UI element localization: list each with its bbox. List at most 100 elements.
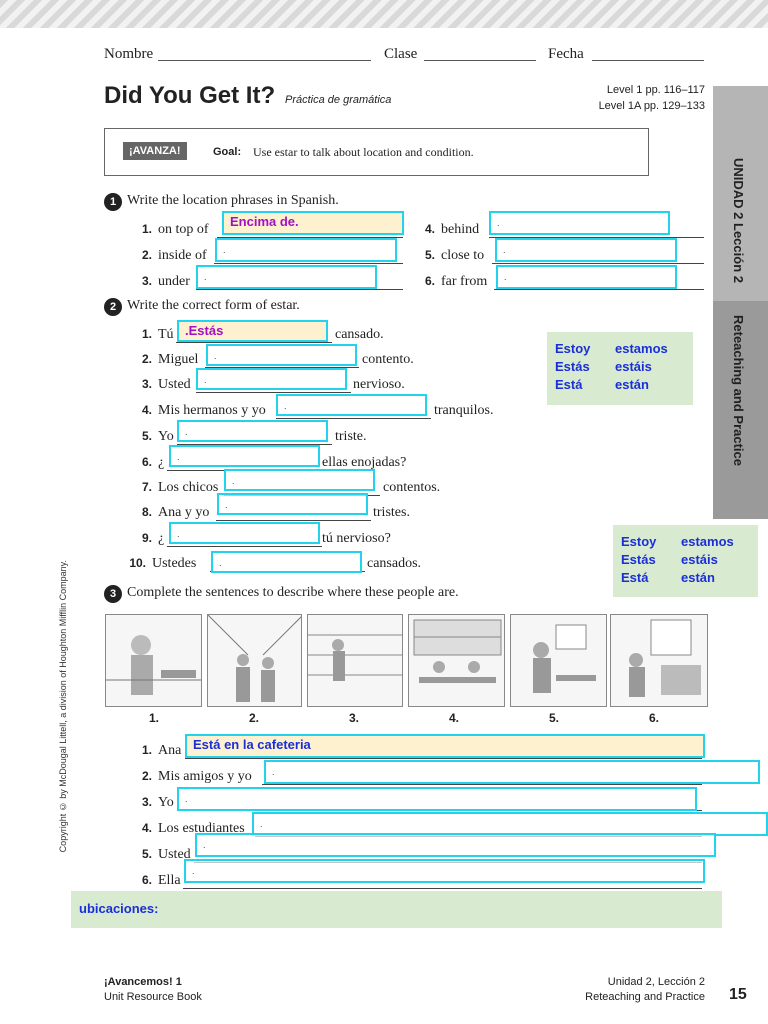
fecha-line[interactable]	[592, 60, 704, 61]
question-3-number: 3	[104, 585, 122, 603]
q2-answer-5[interactable]: .	[177, 420, 328, 442]
q2-item-4: 4.Mis hermanos y yo	[141, 403, 266, 418]
q2-answer-8[interactable]: .	[217, 493, 368, 515]
question-2-number: 2	[104, 298, 122, 316]
q1-underline	[214, 263, 403, 264]
q1-underline	[494, 289, 704, 290]
q2-answer-10[interactable]: .	[211, 551, 362, 573]
q1-underline	[492, 263, 704, 264]
q2-underline	[205, 367, 359, 368]
pic-label-2: 2.	[248, 711, 259, 725]
q2-underline	[216, 520, 371, 521]
decorative-top-band	[0, 0, 768, 28]
pic-label-1: 1.	[148, 711, 159, 725]
q2-answer-6[interactable]: .	[169, 445, 320, 467]
q2-underline	[176, 342, 332, 343]
question-1-instruction: Write the location phrases in Spanish.	[127, 193, 339, 208]
q3-answer-1[interactable]: Está en la cafeteria	[185, 734, 705, 758]
ubicaciones-box[interactable]: ubicaciones:	[71, 891, 722, 928]
scene-classroom-image	[510, 614, 607, 707]
q3-underline	[185, 758, 702, 759]
q3-answer-6[interactable]: .	[184, 859, 705, 883]
q3-item-1: 1.Ana	[141, 743, 182, 758]
footer-section: Reteaching and Practice	[585, 991, 705, 1003]
q2-underline	[167, 546, 322, 547]
q1-answer-4[interactable]: .	[489, 211, 670, 235]
q3-answer-3[interactable]: .	[177, 787, 697, 811]
question-1-number: 1	[104, 193, 122, 211]
sidebar-section-tab: Reteaching and Practice	[713, 301, 768, 519]
q2-item-3: 3.Usted	[141, 377, 191, 392]
page-subtitle: Práctica de gramática	[285, 94, 392, 106]
scene-office-image	[610, 614, 708, 707]
q1-item: 4.behind	[424, 222, 480, 237]
q1-answer-6[interactable]: .	[496, 265, 677, 289]
q2-item-7-tail: contentos.	[383, 480, 441, 495]
q3-underline	[262, 784, 702, 785]
page-title: Did You Get It?	[104, 82, 276, 109]
question-2-instruction: Write the correct form of estar.	[127, 298, 300, 313]
q2-item-1-tail: cansado.	[335, 327, 384, 342]
q2-underline	[196, 392, 351, 393]
q3-item-2: 2.Mis amigos y yo	[141, 769, 252, 784]
fecha-label: Fecha	[548, 46, 584, 62]
pic-label-6: 6.	[648, 711, 659, 725]
q1-item: 2.inside of	[141, 248, 207, 263]
scene-hallway-image	[207, 614, 302, 707]
q1-answer-2[interactable]: .	[215, 238, 397, 262]
q1-answer-1[interactable]: Encima de.	[222, 211, 404, 235]
q3-answer-5[interactable]: .	[195, 833, 716, 857]
q2-item-10: 10.Ustedes	[129, 556, 197, 571]
q2-item-8-tail: tristes.	[373, 505, 410, 520]
q3-item-3: 3.Yo	[141, 795, 174, 810]
q2-answer-2[interactable]: .	[206, 344, 357, 366]
nombre-line[interactable]	[158, 60, 371, 61]
q1-item: 1.on top of	[141, 222, 209, 237]
q2-answer-3[interactable]: .	[196, 368, 347, 390]
q3-answer-2[interactable]: .	[264, 760, 760, 784]
q2-item-9-tail: tú nervioso?	[322, 531, 391, 546]
q2-answer-4[interactable]: .	[276, 394, 427, 416]
sidebar-unit-text: UNIDAD 2 Lección 2	[731, 158, 746, 283]
q3-underline	[183, 888, 702, 889]
q1-item: 5.close to	[424, 248, 485, 263]
q2-answer-1[interactable]: .Estás	[177, 320, 328, 342]
q3-item-5: 5.Usted	[141, 847, 191, 862]
goal-box	[104, 128, 649, 176]
q1-answer-3[interactable]: .	[196, 265, 377, 289]
q1-underline	[196, 289, 403, 290]
page-number: 15	[729, 986, 747, 1003]
q2-underline	[177, 444, 332, 445]
q2-item-9: 9.¿	[141, 531, 165, 546]
scene-cafeteria-image	[105, 614, 202, 707]
q2-item-7: 7.Los chicos	[141, 480, 219, 495]
clase-label: Clase	[384, 46, 418, 62]
level1-ref: Level 1 pp. 116–117	[606, 84, 705, 96]
q2-answer-7[interactable]: .	[224, 469, 375, 491]
question-3-instruction: Complete the sentences to describe where…	[127, 585, 459, 600]
level1a-ref: Level 1A pp. 129–133	[598, 100, 705, 112]
clase-line[interactable]	[424, 60, 536, 61]
sidebar-unit-tab: UNIDAD 2 Lección 2	[713, 86, 768, 301]
q2-item-4-tail: tranquilos.	[434, 403, 494, 418]
q2-item-8: 8.Ana y yo	[141, 505, 210, 520]
q1-answer-5[interactable]: .	[495, 238, 677, 262]
pic-label-5: 5.	[548, 711, 559, 725]
goal-label: Goal:	[213, 146, 242, 158]
q1-underline	[217, 237, 403, 238]
copyright-text: Copyright © by McDougal Littell, a divis…	[58, 560, 68, 853]
scene-library-image	[408, 614, 505, 707]
sidebar-section-text: Reteaching and Practice	[731, 315, 746, 466]
q1-underline	[489, 237, 704, 238]
q3-item-6: 6.Ella	[141, 873, 181, 888]
q2-item-3-tail: nervioso.	[353, 377, 405, 392]
avanza-badge: ¡AVANZA!	[123, 142, 187, 160]
q2-answer-9[interactable]: .	[169, 522, 320, 544]
nombre-label: Nombre	[104, 46, 154, 62]
q2-item-2-tail: contento.	[362, 352, 414, 367]
q2-item-2: 2.Miguel	[141, 352, 199, 367]
q2-item-6-tail: ellas enojadas?	[322, 455, 407, 470]
q3-item-4: 4.Los estudiantes	[141, 821, 245, 836]
scene-gym-image	[307, 614, 403, 707]
